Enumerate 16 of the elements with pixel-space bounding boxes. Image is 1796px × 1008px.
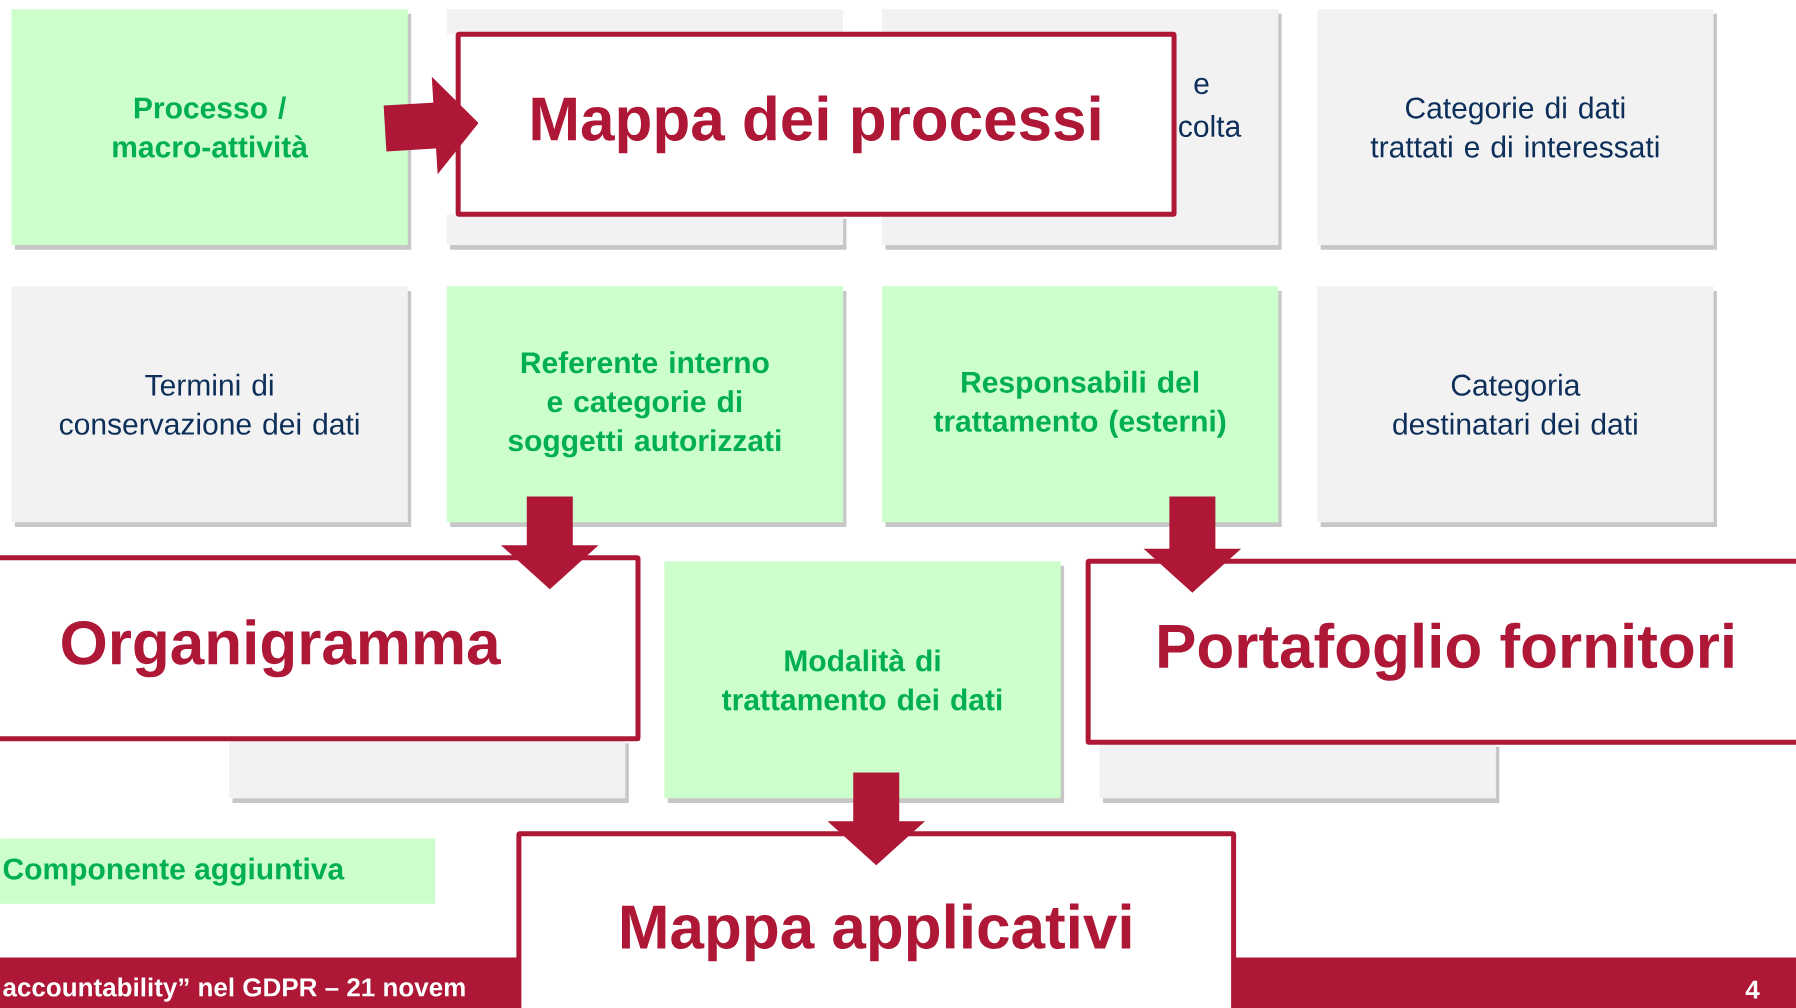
page-number: 4 xyxy=(1745,980,1760,999)
card: Processo / macro-attività xyxy=(11,9,412,250)
card: Modalità di trattamento dei dati xyxy=(664,561,1065,803)
card xyxy=(229,738,629,803)
card: Referente interno e categorie di soggetti autorizzati xyxy=(446,286,847,527)
card: Termini di conservazione dei dati xyxy=(11,286,412,527)
card xyxy=(1099,742,1500,803)
footer-text: accountability” nel GDPR – 21 novem xyxy=(3,977,465,1002)
title-box: Mappa applicativi xyxy=(516,831,1237,1008)
card: Categorie di dati trattati e di interessati xyxy=(1317,9,1717,250)
legend-label: Componente aggiuntiva xyxy=(3,857,345,886)
title-box: Portafoglio fornitori xyxy=(1085,558,1796,745)
title-box: Mappa dei processi xyxy=(455,31,1177,217)
title-box: Organigramma xyxy=(0,555,641,742)
card: Categoria destinatari dei dati xyxy=(1317,286,1717,527)
card: Responsabili del trattamento (esterni) xyxy=(881,286,1282,527)
